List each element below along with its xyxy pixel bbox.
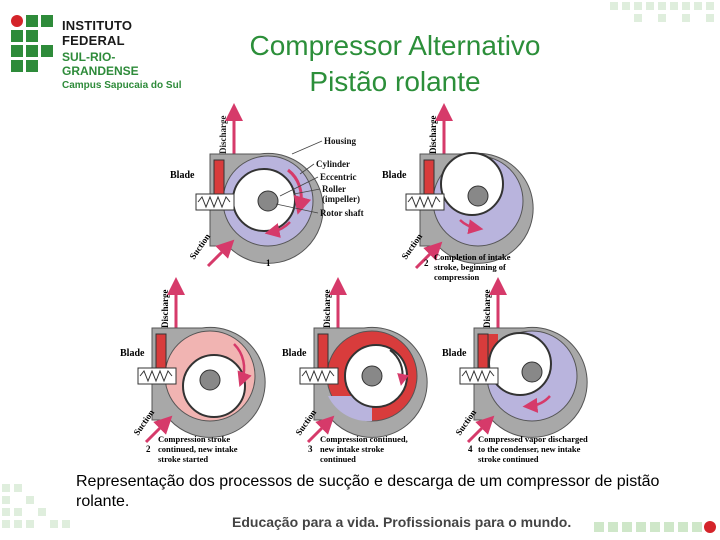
stage-caption-line: stroke started bbox=[158, 454, 208, 464]
stage-number: 2 bbox=[146, 444, 151, 454]
rotor-shaft-label: Rotor shaft bbox=[320, 208, 364, 218]
discharge-label: Discharge bbox=[482, 290, 492, 329]
blade-spring bbox=[137, 367, 177, 385]
rotor-shaft bbox=[361, 365, 383, 387]
stage-1: Discharge Blade Suction Housing Cylinder… bbox=[170, 103, 364, 268]
logo-line-1: INSTITUTO FEDERAL bbox=[62, 18, 133, 48]
blade bbox=[317, 333, 329, 369]
decorative-squares-top-right bbox=[610, 2, 714, 22]
discharge-label: Discharge bbox=[322, 290, 332, 329]
roller-label: Roller bbox=[322, 184, 346, 194]
rotation-arrow bbox=[459, 219, 484, 235]
stage-4: Discharge Blade Suction 3 Compression co… bbox=[282, 277, 428, 464]
rotor-shaft bbox=[199, 369, 221, 391]
stage-caption-line: new intake stroke bbox=[320, 444, 384, 454]
blade-label: Blade bbox=[170, 170, 195, 181]
discharge-label: Discharge bbox=[160, 290, 170, 329]
stage-caption-line: stroke, beginning of bbox=[434, 262, 506, 272]
stage-caption-line: Completion of intake bbox=[434, 252, 511, 262]
stage-caption-line: Compression stroke bbox=[158, 434, 230, 444]
rotor-shaft bbox=[521, 361, 543, 383]
stage-number: 4 bbox=[468, 444, 473, 454]
stage-caption-line: continued, new intake bbox=[158, 444, 238, 454]
rotation-arrow bbox=[264, 221, 291, 238]
cylinder-label: Cylinder bbox=[316, 159, 350, 169]
suction-arrow bbox=[144, 415, 173, 444]
spring-coil bbox=[301, 369, 335, 383]
logo-line-3: Campus Sapucaia do Sul bbox=[62, 80, 182, 91]
suction-arrow bbox=[414, 241, 443, 270]
spring-coil bbox=[407, 195, 441, 209]
slide-title: Compressor Alternativo Pistão rolante bbox=[200, 28, 590, 100]
spring-coil bbox=[461, 369, 495, 383]
suction-label: Suction bbox=[131, 408, 156, 438]
stage-number: 1 bbox=[266, 258, 271, 268]
blade-label: Blade bbox=[442, 348, 467, 359]
blade bbox=[213, 159, 225, 195]
stage-caption-line: stroke continued bbox=[478, 454, 539, 464]
blade bbox=[477, 333, 489, 369]
roller bbox=[488, 332, 552, 396]
stage-caption-line: Compressed vapor discharged bbox=[478, 434, 588, 444]
discharge-label: Discharge bbox=[428, 116, 438, 155]
suction-arrow bbox=[206, 239, 235, 268]
stage-number: 3 bbox=[308, 444, 313, 454]
roller bbox=[440, 152, 504, 216]
title-line-2: Pistão rolante bbox=[309, 66, 481, 97]
decorative-squares-bottom-right bbox=[594, 521, 716, 533]
institution-logo: INSTITUTO FEDERAL SUL-RIO-GRANDENSE Camp… bbox=[10, 14, 190, 91]
suction-label: Suction bbox=[187, 232, 212, 262]
rotor-shaft bbox=[467, 185, 489, 207]
suction-arrow bbox=[306, 415, 335, 444]
rotation-arrow bbox=[389, 349, 410, 386]
impeller-label: (impeller) bbox=[322, 194, 360, 204]
rotation-arrow bbox=[233, 343, 252, 388]
blade-spring bbox=[405, 193, 445, 211]
stage-caption-line: compression bbox=[434, 272, 479, 282]
blade-spring bbox=[299, 367, 339, 385]
eccentric-label: Eccentric bbox=[320, 172, 356, 182]
rolling-piston-diagram: Discharge Blade Suction Housing Cylinder… bbox=[120, 103, 588, 464]
logo-grid-icon bbox=[11, 15, 53, 72]
blade bbox=[155, 333, 167, 369]
figure-caption: Representação dos processos de sucção e … bbox=[76, 473, 660, 510]
suction-label: Suction bbox=[293, 408, 318, 438]
stage-number: 2 bbox=[424, 258, 429, 268]
blade bbox=[423, 159, 435, 195]
blade-spring bbox=[459, 367, 499, 385]
title-line-1: Compressor Alternativo bbox=[249, 30, 541, 61]
blade-label: Blade bbox=[282, 348, 307, 359]
spring-coil bbox=[197, 195, 231, 209]
stage-caption-line: continued bbox=[320, 454, 356, 464]
stage-5: Discharge Blade Suction 4 Compressed vap… bbox=[442, 277, 588, 464]
housing-label: Housing bbox=[324, 136, 357, 146]
suction-arrow bbox=[466, 415, 495, 444]
rotor-shaft bbox=[257, 190, 279, 212]
stage-caption-line: Compression continued, bbox=[320, 434, 408, 444]
stage-2: Discharge Blade Suction 2 Completion of … bbox=[382, 103, 534, 282]
spring-coil bbox=[139, 369, 173, 383]
rotation-arrow bbox=[522, 395, 551, 413]
discharge-label: Discharge bbox=[218, 116, 228, 155]
stage-caption-line: to the condenser, new intake bbox=[478, 444, 581, 454]
blade-spring bbox=[195, 193, 235, 211]
decorative-squares-bottom-left bbox=[2, 484, 70, 528]
stage-3: Discharge Blade Suction 2 Compression st… bbox=[120, 277, 266, 464]
suction-label: Suction bbox=[453, 408, 478, 438]
footer-slogan: Educação para a vida. Profissionais para… bbox=[232, 514, 572, 530]
logo-line-2: SUL-RIO-GRANDENSE bbox=[62, 50, 139, 78]
blade-label: Blade bbox=[382, 170, 407, 181]
blade-label: Blade bbox=[120, 348, 145, 359]
